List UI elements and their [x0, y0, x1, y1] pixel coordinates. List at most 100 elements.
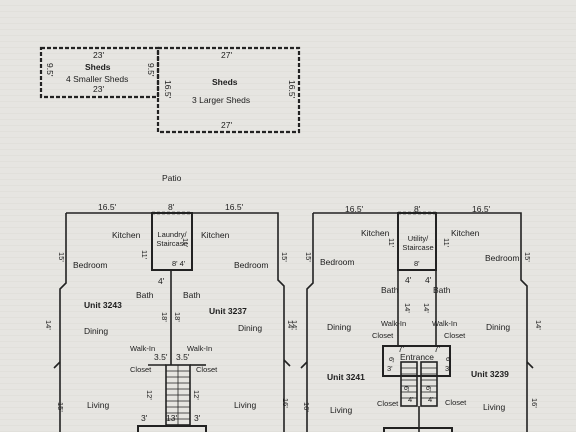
unit3243-living: Living	[87, 400, 110, 410]
unit3241-side-dim-2: 14'	[290, 320, 299, 330]
sheds-group	[39, 46, 301, 134]
unit3243-bath: Bath	[136, 290, 154, 300]
unit3239-dining: Dining	[486, 322, 511, 332]
laundry-width-dim: 8' 4'	[172, 259, 186, 268]
left-bottom-porch	[137, 425, 207, 432]
small-sheds-bottom-dim: 23'	[93, 84, 105, 94]
unit3243-bedroom: Bedroom	[73, 260, 108, 270]
small-sheds-top-dim: 23'	[93, 50, 105, 60]
unit3239-side-dim-2: 14'	[534, 320, 543, 330]
unit3241-kitchen: Kitchen	[361, 228, 390, 238]
unit3243-side-dim-1: 15'	[57, 252, 66, 262]
right-hall-height-dim-2: 14'	[422, 303, 431, 313]
right-top-dim-1: 16.5'	[345, 204, 364, 214]
unit3239-closet: Closet	[444, 331, 466, 340]
unit3241-walkin: Walk-In	[381, 319, 407, 328]
right-building-left-wall	[306, 213, 314, 432]
entrance-dim-l: 7'	[398, 344, 405, 354]
right-bottom-porch	[383, 427, 453, 432]
patio-label: Patio	[162, 173, 182, 183]
left-stair-dim-l: 3.5'	[154, 352, 168, 362]
right-top-dim-3: 16.5'	[472, 204, 491, 214]
unit3239-side-dim-1: 15'	[523, 252, 532, 262]
right-bump-r	[526, 361, 534, 369]
left-stair-height-dim-1: 12'	[145, 390, 154, 400]
unit3243-closet: Closet	[130, 365, 152, 374]
laundry-staircase-label: Laundry/ Staircase	[156, 230, 188, 249]
unit3237-name: Unit 3237	[209, 306, 247, 316]
unit3241-side-dim-3: 16'	[302, 402, 311, 412]
right-stair-treads	[401, 367, 437, 399]
utility-staircase-label: Utility/ Staircase	[402, 234, 434, 253]
small-sheds-outline	[39, 46, 160, 99]
unit3239-name: Unit 3239	[471, 369, 509, 379]
left-hall-dim-1: 18'	[160, 312, 169, 322]
entrance-label: Entrance	[400, 352, 435, 362]
unit3237-living: Living	[234, 400, 257, 410]
unit3239-bedroom: Bedroom	[485, 253, 520, 263]
right-bump-l	[300, 361, 308, 369]
right-hall-height-dim-1: 14'	[403, 303, 412, 313]
utility-height-dim-1: 11'	[387, 238, 396, 248]
left-hall-dim-2: 18'	[173, 312, 182, 322]
unit3237-closet: Closet	[196, 365, 218, 374]
left-bottom-dim-l: 3'	[141, 413, 148, 423]
left-stair-dim-r: 3.5'	[176, 352, 190, 362]
left-bottom-dim-r: 3'	[194, 413, 201, 423]
left-bump-r	[283, 359, 291, 367]
left-stair-height-dim-2: 12'	[192, 390, 201, 400]
unit3241-bath: Bath	[381, 285, 399, 295]
small-sheds-left-dim: 9.5'	[45, 63, 55, 77]
left-bump-l	[53, 361, 61, 369]
unit3239-kitchen: Kitchen	[451, 228, 480, 238]
unit3243-name: Unit 3243	[84, 300, 122, 310]
unit3241-bedroom: Bedroom	[320, 257, 355, 267]
right-hall-dim-l: 4'	[405, 275, 412, 285]
small-sheds-subtitle: 4 Smaller Sheds	[66, 74, 129, 84]
right-stair-height-dim-2: 6'	[424, 386, 433, 392]
laundry-height-dim: 11'	[181, 238, 190, 248]
unit3241-closet: Closet	[372, 331, 394, 340]
large-sheds-title: Sheds	[212, 77, 238, 87]
entrance-height-dim-r: 6'	[444, 357, 453, 363]
utility-core-outline	[397, 212, 437, 271]
large-sheds-subtitle: 3 Larger Sheds	[192, 95, 251, 105]
left-building	[53, 211, 291, 432]
utility-height-dim-2: 11'	[442, 238, 451, 248]
unit3239-walkin: Walk-In	[432, 319, 458, 328]
unit3239-living: Living	[483, 402, 506, 412]
left-stair-treads	[166, 365, 190, 425]
large-sheds-left-dim: 16.5'	[163, 80, 173, 99]
left-hall-width-dim: 4'	[158, 276, 165, 286]
right-stair-height-dim-1: 6'	[402, 386, 411, 392]
small-sheds-right-dim: 9.5'	[146, 63, 156, 77]
right-building	[300, 211, 534, 432]
unit3239-bath: Bath	[433, 285, 451, 295]
right-bottom-dim-r: 4'	[428, 395, 434, 404]
entrance-side-dim-r: 3'	[445, 364, 451, 373]
large-sheds-top-dim: 27'	[221, 50, 233, 60]
left-top-dim-3: 16.5'	[225, 202, 244, 212]
unit3241-side-dim-1: 15'	[304, 252, 313, 262]
left-building-right-wall	[66, 212, 285, 432]
unit3237-dining: Dining	[238, 323, 263, 333]
right-stair-a	[400, 361, 418, 407]
unit3237-kitchen: Kitchen	[201, 230, 230, 240]
unit3237-walkin: Walk-In	[187, 344, 213, 353]
unit3241-living: Living	[330, 405, 353, 415]
unit3237-bedroom: Bedroom	[234, 260, 269, 270]
utility-width-dim: 8'	[414, 259, 420, 268]
small-sheds-title: Sheds	[85, 62, 111, 72]
unit3241-closet-2: Closet	[377, 399, 399, 408]
unit3243-dining: Dining	[84, 326, 109, 336]
unit3239-side-dim-3: 16'	[530, 398, 539, 408]
left-bottom-dim-m: 13'	[166, 413, 178, 423]
unit3237-side-dim-3: 16'	[281, 398, 290, 408]
left-building-left-wall	[59, 213, 67, 432]
right-building-right-wall	[313, 212, 528, 432]
large-sheds-right-dim: 16.5'	[287, 80, 297, 99]
large-sheds-outline	[156, 46, 301, 134]
unit3239-closet-2: Closet	[445, 398, 467, 407]
